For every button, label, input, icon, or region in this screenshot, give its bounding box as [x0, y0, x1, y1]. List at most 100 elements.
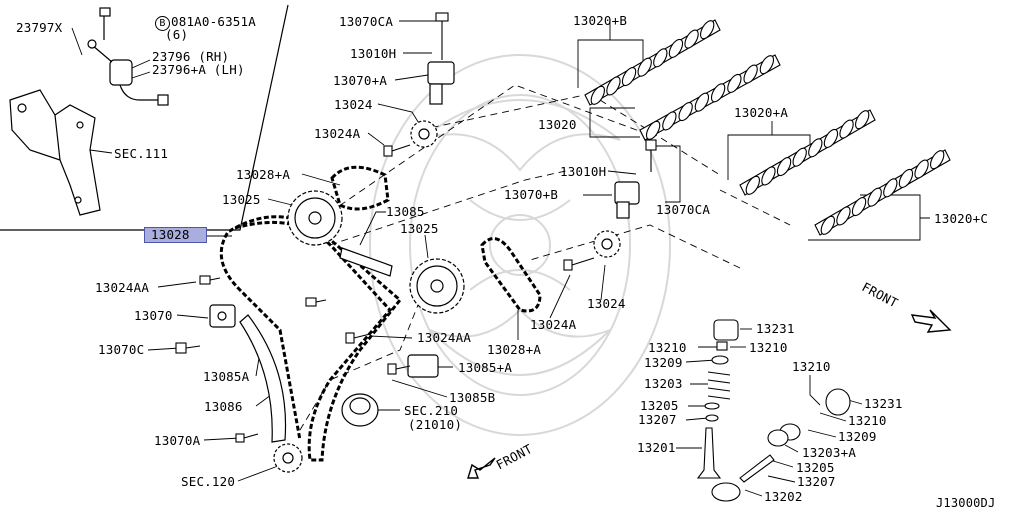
- cam-lobe-icon: [776, 156, 792, 177]
- reference-code: J13000DJ: [936, 496, 996, 510]
- label-13070a-top: 13070+A: [333, 73, 388, 88]
- cam-lobe-icon: [898, 168, 914, 189]
- tensioner-13070b-icon: [614, 181, 640, 219]
- seat-13207-icon: [705, 414, 719, 422]
- intake-valve-13201-icon: [696, 427, 722, 479]
- label-13209-b: 13209: [838, 429, 877, 444]
- cam-lobe-icon: [621, 66, 637, 87]
- front-arrow-lower-icon: [467, 457, 496, 479]
- label-13231-b: 13231: [864, 396, 903, 411]
- label-13202: 13202: [764, 489, 803, 504]
- cam-lobe-icon: [836, 206, 851, 226]
- sprocket-13024-top-icon: [410, 120, 438, 148]
- label-13205-a: 13205: [640, 398, 679, 413]
- label-13070: 13070: [134, 308, 173, 323]
- label-23796a: 23796+A (LH): [152, 62, 245, 77]
- cam-lobe-icon: [851, 196, 867, 217]
- assembly-dashed-lines: [299, 84, 791, 431]
- label-13205-b: 13205: [796, 460, 835, 475]
- label-13201: 13201: [637, 440, 676, 455]
- label-sec111: SEC.111: [114, 146, 169, 161]
- label-sec210-num: (21010): [408, 417, 463, 432]
- timing-chain-13028-icon: [219, 215, 403, 462]
- front-arrow-right-icon: [910, 309, 952, 333]
- label-13085a: 13085A: [203, 369, 250, 384]
- cam-lobe-icon: [662, 111, 677, 131]
- inset-frame: [0, 4, 289, 231]
- cam-lobe-icon: [823, 128, 839, 149]
- label-23796: 23796 (RH): [152, 49, 230, 64]
- camshaft-group: [584, 19, 951, 236]
- timing-cover-bracket-icon: [9, 89, 101, 216]
- cam-lobe-icon: [761, 166, 776, 186]
- label-13020c: 13020+C: [934, 211, 989, 226]
- label-13020b: 13020+B: [573, 13, 628, 28]
- cam-sprocket-13025-left-icon: [287, 190, 343, 246]
- cam-lobe-icon: [820, 215, 835, 235]
- cam-lobe-icon: [710, 83, 726, 103]
- tensioner-13085a-plus-icon: [407, 354, 439, 378]
- label-13024-top: 13024: [334, 97, 373, 112]
- label-13024a-mid: 13024A: [530, 317, 577, 332]
- label-13070b: 13070+B: [504, 187, 559, 202]
- label-13020: 13020: [538, 117, 577, 132]
- chain-guide-13085a-icon: [239, 314, 287, 443]
- valve-lifter-13231-b-icon: [825, 388, 851, 416]
- cam-lobe-icon: [867, 187, 882, 207]
- label-13086: 13086: [204, 399, 243, 414]
- camshaft-13020-icon: [639, 54, 781, 141]
- label-13203: 13203: [644, 376, 683, 391]
- cam-lobe-icon: [684, 29, 699, 49]
- label-13210-d: 13210: [848, 413, 887, 428]
- label-bolt-b-code: 081A0-6351A: [171, 14, 256, 29]
- cam-lobe-icon: [914, 159, 929, 179]
- label-13025-mid: 13025: [400, 221, 439, 236]
- valve-spring-13203-icon: [707, 371, 731, 400]
- tensioner-13070-icon: [209, 304, 236, 328]
- cam-lobe-icon: [745, 175, 760, 195]
- label-13028a-top: 13028+A: [236, 167, 291, 182]
- label-13024aa-mid: 13024AA: [417, 330, 472, 345]
- leader-lines: [71, 20, 930, 497]
- label-13210-c: 13210: [792, 359, 831, 374]
- spring-seat-icon: [711, 355, 729, 365]
- camshaft-13020b-icon: [584, 19, 721, 106]
- cam-lobe-icon: [743, 64, 758, 84]
- label-13028-highlighted[interactable]: 13028: [144, 227, 207, 243]
- label-13210-b: 13210: [749, 340, 788, 355]
- label-13020a: 13020+A: [734, 105, 789, 120]
- cam-lobe-icon: [653, 48, 668, 68]
- cam-lobe-icon: [727, 73, 742, 94]
- label-23797x: 23797X: [16, 20, 63, 35]
- label-13010h-mid: 13010H: [560, 164, 607, 179]
- label-13210-a: 13210: [648, 340, 687, 355]
- cam-lobe-icon: [694, 92, 710, 112]
- label-13207-b: 13207: [797, 474, 836, 489]
- exhaust-valve-13202-icon: [711, 454, 775, 502]
- retainer-icon: [716, 341, 728, 351]
- cam-lobe-icon: [668, 38, 684, 59]
- label-13207-a: 13207: [638, 412, 677, 427]
- valve-train-parts: [696, 319, 851, 502]
- timing-chain-13028a-mid-icon: [480, 237, 542, 313]
- label-13070c: 13070C: [98, 342, 145, 357]
- watermark-crest-icon: [369, 54, 671, 436]
- cam-lobe-icon: [839, 119, 854, 139]
- cam-lobe-icon: [606, 76, 621, 96]
- cam-lobe-icon: [792, 147, 807, 167]
- label-13070ca-mid: 13070CA: [656, 202, 711, 217]
- label-13010h-top: 13010H: [350, 46, 397, 61]
- cam-lobe-icon: [678, 101, 693, 122]
- tensioner-13070-a-top-icon: [427, 61, 455, 105]
- label-13203a: 13203+A: [802, 445, 857, 460]
- camshaft-13020c-icon: [814, 149, 951, 236]
- b-circle-icon: B: [155, 16, 170, 31]
- label-13025-left: 13025: [222, 192, 261, 207]
- cam-lobe-icon: [883, 178, 898, 198]
- cam-lobe-icon: [930, 150, 945, 170]
- label-13024-mid: 13024: [587, 296, 626, 311]
- label-13085-top: 13085: [386, 204, 425, 219]
- valve-spring-13203a-icon: [767, 423, 801, 447]
